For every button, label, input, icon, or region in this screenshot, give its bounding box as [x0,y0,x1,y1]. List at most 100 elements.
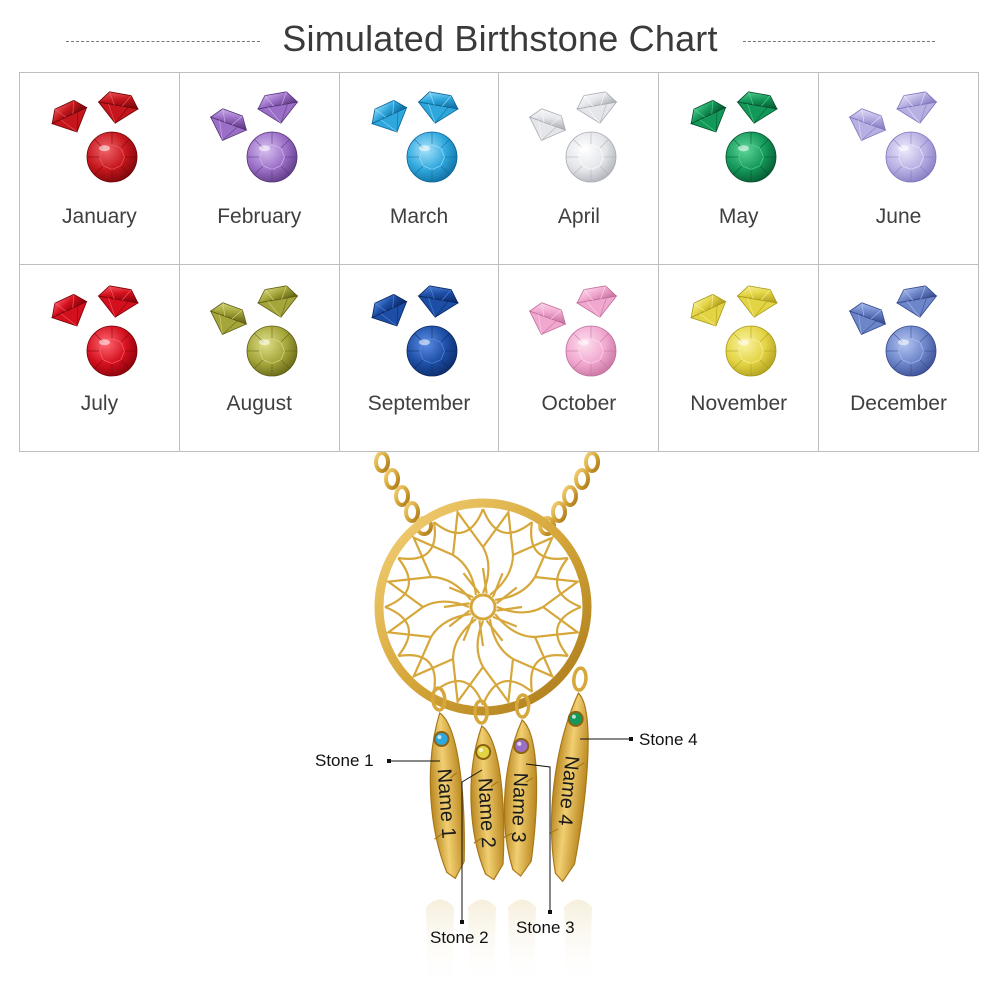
side-gem [690,99,727,133]
engraved-name: Name 3 [507,772,531,843]
round-gem [885,131,937,183]
round-gem [885,325,937,377]
birthstone-gems-icon [690,285,779,377]
month-label: February [217,205,302,228]
title-divider-right [743,41,935,42]
feather-reflection [468,899,496,992]
birthstone-cell-march: March [339,73,500,265]
feather-reflection [508,899,536,992]
side-gem [97,285,140,318]
month-label: March [389,205,449,228]
feather-body [503,719,538,877]
month-label: June [875,205,922,228]
feather-stone [475,743,492,760]
round-gem [406,325,458,377]
side-gem [256,285,299,318]
month-label: September [367,392,471,415]
side-gem [370,99,408,133]
page-title: Simulated Birthstone Chart [282,18,718,59]
grid-row: July August September October November D… [20,265,979,452]
birthstone-cell-april: April [499,73,660,265]
feather-body [429,712,465,880]
jump-ring [514,693,531,719]
feather-charm: Name 3 [503,693,538,877]
side-gem [576,285,618,318]
dreamcatcher-necklace-image: Name 1 Name 2 Name 3 Name 4 [374,452,633,992]
birthstone-cell-july: July [20,265,180,452]
grid-row: January February March April May June [20,73,979,265]
stone-callout-label: Stone 4 [639,730,698,749]
birthstone-cell-january: January [20,73,180,265]
birthstone-cell-february: February [179,73,340,265]
side-gem [690,293,727,327]
round-gem [725,131,777,183]
feather-charm: Name 4 [549,666,589,883]
side-gem [417,285,459,318]
birthstone-grid: January February March April May June Ju… [19,72,979,452]
birthstone-cell-november: November [659,265,820,452]
side-gem [370,293,408,327]
feather-charm: Name 2 [470,699,505,881]
birthstone-gems-icon [690,91,779,183]
birthstone-gems-icon [529,91,618,183]
side-gem [256,91,299,124]
jump-ring [430,686,447,712]
birthstone-gems-icon [51,285,140,377]
round-gem [246,131,298,183]
month-label: October [541,392,617,415]
engraved-name: Name 2 [474,777,500,848]
side-gem [209,302,248,336]
leader-endpoint [387,759,391,763]
birthstone-gems-icon [209,285,299,377]
round-gem [406,131,458,183]
birthstone-gems-icon [848,91,938,183]
feather-reflection [564,899,592,992]
stone-callout-label: Stone 3 [516,918,575,937]
jump-ring [572,666,588,692]
dreamcatcher-ring [374,498,592,716]
month-label: May [718,205,759,228]
stone-callout-label: Stone 2 [430,928,489,947]
feather-body [550,692,589,883]
feather-body [470,725,505,881]
leader-endpoint [629,737,633,741]
side-gem [209,108,248,142]
chart-header: Simulated Birthstone Chart [0,14,1000,70]
side-gem [736,91,779,124]
round-gem [86,131,138,183]
side-gem [896,285,938,318]
round-gem [725,325,777,377]
side-gem [97,91,140,124]
birthstone-cell-october: October [499,265,660,452]
birthstone-cell-august: August [179,265,340,452]
round-gem [566,131,617,183]
birthstone-gems-icon [209,91,299,183]
month-label: November [690,392,788,415]
side-gem [417,91,459,124]
month-label: December [850,392,947,415]
birthstone-gems-icon [529,285,618,377]
feather-stone [433,730,450,747]
month-label: July [80,392,119,415]
side-gem [51,293,88,327]
leader-line [525,763,551,912]
birthstone-gems-icon [370,285,459,377]
birthstone-gems-icon [370,91,459,183]
side-gem [848,108,887,142]
birthstone-cell-december: December [819,265,979,452]
stone-callout-label: Stone 1 [315,751,374,770]
side-gem [576,91,618,124]
leader-line [461,769,483,922]
birthstone-cell-september: September [339,265,500,452]
feather-stone [513,737,530,754]
month-label: August [226,392,292,415]
engraved-name: Name 1 [433,768,460,839]
round-gem [246,325,298,377]
feather-charm: Name 1 [429,686,465,880]
side-gem [896,91,938,124]
feather-reflection [426,899,454,992]
side-gem [736,285,779,318]
birthstone-gems-icon [51,91,140,183]
feather-stone [567,710,584,727]
side-gem [848,302,887,336]
